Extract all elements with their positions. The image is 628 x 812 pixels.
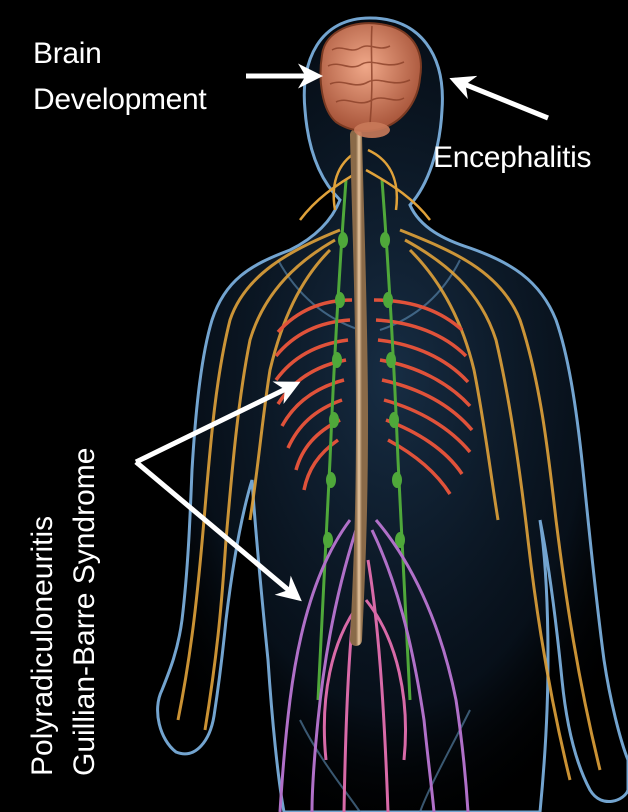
label-guillian-barre: Guillian-Barre Syndrome — [64, 448, 106, 776]
label-development: Development — [33, 82, 206, 118]
label-encephalitis: Encephalitis — [433, 140, 591, 176]
label-polyradiculoneuritis: Polyradiculoneuritis — [22, 448, 64, 776]
arrow-encephalitis — [454, 80, 548, 118]
label-gbs-vertical: Polyradiculoneuritis Guillian-Barre Synd… — [22, 448, 106, 776]
spinal-cord — [356, 135, 362, 640]
label-brain: Brain — [33, 36, 102, 72]
